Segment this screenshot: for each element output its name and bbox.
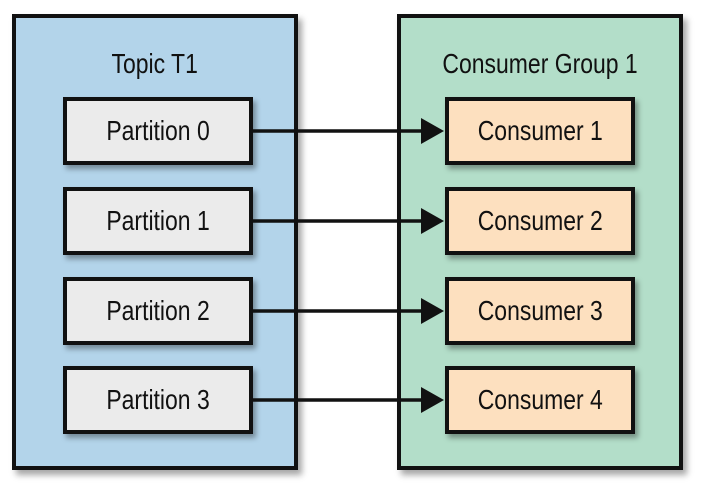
consumer-4: Consumer 4 <box>445 366 635 434</box>
partition-1: Partition 1 <box>63 187 253 255</box>
consumer-3: Consumer 3 <box>445 277 635 345</box>
consumer-group-title: Consumer Group 1 <box>442 48 638 79</box>
arrowhead-icon <box>421 387 444 413</box>
consumer-1: Consumer 1 <box>445 97 635 165</box>
topic-title: Topic T1 <box>111 48 199 79</box>
arrowhead-icon <box>421 118 444 144</box>
consumer-2: Consumer 2 <box>445 187 635 255</box>
arrowhead-icon <box>421 298 444 324</box>
partition-3: Partition 3 <box>63 366 253 434</box>
partition-2: Partition 2 <box>63 277 253 345</box>
arrowhead-icon <box>421 208 444 234</box>
partition-0: Partition 0 <box>63 97 253 165</box>
